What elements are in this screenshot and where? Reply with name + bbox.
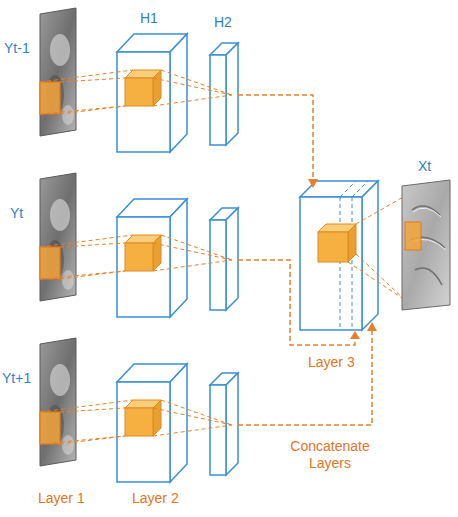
input-frame	[40, 338, 76, 466]
input-frame	[40, 8, 76, 136]
frame-label: Xt	[418, 158, 431, 175]
input-frame	[40, 173, 76, 301]
concat-arrow	[238, 95, 372, 425]
layer-name: Layer 3	[308, 354, 355, 371]
conv-branch	[40, 199, 238, 317]
layer-name: Layer 2	[132, 490, 179, 507]
frame-label: Yt	[10, 205, 23, 222]
concat-slab	[300, 181, 378, 330]
arrow-head	[308, 179, 377, 339]
frame-label: Yt+1	[2, 370, 31, 387]
layer-name: H1	[140, 10, 158, 27]
annotation: Concatenate Layers	[280, 438, 380, 472]
layer-name: H2	[214, 14, 232, 31]
frame-label: Yt-1	[4, 40, 30, 57]
output-frame	[348, 180, 450, 310]
conv-branch	[40, 34, 238, 152]
layer-name: Layer 1	[38, 490, 85, 507]
conv-branch	[40, 364, 238, 482]
